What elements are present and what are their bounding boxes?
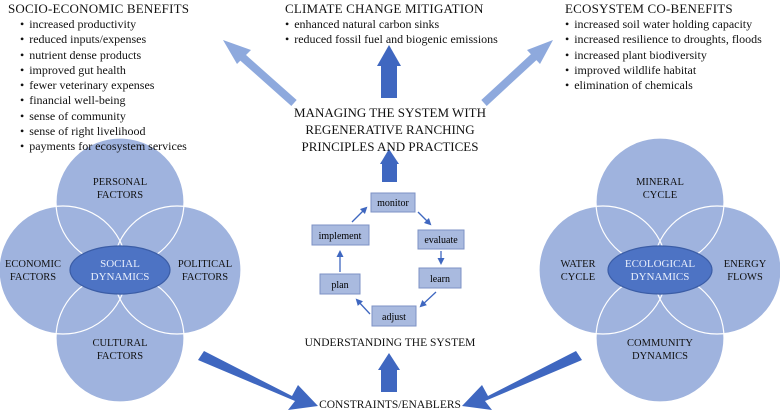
petal-cultural xyxy=(56,274,184,402)
social-bottom-line1: CULTURAL xyxy=(92,338,147,349)
managing-system-title: MANAGING THE SYSTEM WITH REGENERATIVE RA… xyxy=(270,104,510,155)
climate-heading: CLIMATE CHANGE MITIGATION xyxy=(285,1,484,16)
eco-left-line1: WATER xyxy=(561,259,596,270)
social-center-line1: SOCIAL xyxy=(100,258,140,270)
lower-left-arrow xyxy=(198,351,318,410)
list-item: nutrient dense products xyxy=(20,48,187,63)
lower-right-arrow xyxy=(462,351,582,410)
list-item: reduced inputs/expenses xyxy=(20,32,187,47)
list-item: fewer veterinary expenses xyxy=(20,78,187,93)
list-item: sense of right livelihood xyxy=(20,124,187,139)
title-line: MANAGING THE SYSTEM WITH xyxy=(294,105,486,120)
list-item: improved wildlife habitat xyxy=(565,63,762,78)
socio-economic-heading: SOCIO-ECONOMIC BENEFITS xyxy=(8,1,190,16)
list-item: financial well-being xyxy=(20,93,187,108)
cycle-step-learn: learn xyxy=(430,274,450,285)
understanding-system-label: UNDERSTANDING THE SYSTEM xyxy=(304,337,476,349)
constraints-enablers-label: CONSTRAINTS/ENABLERS xyxy=(319,399,461,411)
social-top-line1: PERSONAL xyxy=(93,177,147,188)
climate-list: enhanced natural carbon sinks reduced fo… xyxy=(285,17,498,48)
list-item: increased productivity xyxy=(20,17,187,32)
social-center-line2: DYNAMICS xyxy=(91,271,150,283)
eco-right-line1: ENERGY xyxy=(724,259,767,270)
social-right-line1: POLITICAL xyxy=(178,259,232,270)
list-item: payments for ecosystem services xyxy=(20,139,187,154)
eco-top-line1: MINERAL xyxy=(636,177,684,188)
upper-right-arrow xyxy=(481,40,553,106)
title-line: PRINCIPLES AND PRACTICES xyxy=(301,139,479,154)
understanding-up-arrow xyxy=(378,353,400,392)
eco-left-line2: CYCLE xyxy=(561,272,595,283)
cycle-box-adjust xyxy=(371,305,417,327)
title-line: REGENERATIVE RANCHING xyxy=(305,122,475,137)
list-item: increased soil water holding capacity xyxy=(565,17,762,32)
upper-center-arrow xyxy=(377,45,401,98)
eco-bottom-line2: DYNAMICS xyxy=(632,351,688,362)
cycle-step-monitor: monitor xyxy=(377,198,409,209)
list-item: improved gut health xyxy=(20,63,187,78)
list-item: sense of community xyxy=(20,109,187,124)
petal-community xyxy=(596,274,724,402)
social-left-line1: ECONOMIC xyxy=(5,259,61,270)
cycle-step-plan: plan xyxy=(331,280,348,291)
list-item: enhanced natural carbon sinks xyxy=(285,17,498,32)
ecological-dynamics-flower: ECOLOGICAL DYNAMICS MINERAL CYCLE WATER … xyxy=(538,137,780,403)
cycle-arrow-implement-monitor xyxy=(351,206,368,223)
social-left-line2: FACTORS xyxy=(10,272,56,283)
list-item: elimination of chemicals xyxy=(565,78,762,93)
socio-economic-list: increased productivity reduced inputs/ex… xyxy=(20,17,187,155)
management-cycle: monitor evaluate learn adjust plan imple… xyxy=(311,192,465,327)
ecosystem-list: increased soil water holding capacity in… xyxy=(565,17,762,93)
cycle-arrow-adjust-plan xyxy=(355,298,371,315)
cycle-box-evaluate xyxy=(417,229,465,250)
list-item: increased resilience to droughts, floods xyxy=(565,32,762,47)
eco-center-line2: DYNAMICS xyxy=(631,271,690,283)
cycle-box-implement xyxy=(311,224,370,246)
cycle-step-implement: implement xyxy=(319,231,362,242)
center-up-arrow-to-title xyxy=(380,149,399,182)
cycle-box-plan xyxy=(319,273,361,295)
eco-top-line2: CYCLE xyxy=(643,190,677,201)
upper-left-arrow xyxy=(223,40,297,106)
cycle-step-evaluate: evaluate xyxy=(424,235,458,246)
ecological-dynamics-center xyxy=(607,245,713,295)
social-right-line2: FACTORS xyxy=(182,272,228,283)
social-bottom-line2: FACTORS xyxy=(97,351,143,362)
ecosystem-heading: ECOSYSTEM CO-BENEFITS xyxy=(565,1,733,16)
eco-right-line2: FLOWS xyxy=(727,272,763,283)
social-dynamics-flower: SOCIAL DYNAMICS PERSONAL FACTORS ECONOMI… xyxy=(0,137,242,403)
eco-center-line1: ECOLOGICAL xyxy=(625,258,696,270)
cycle-box-learn xyxy=(418,267,462,289)
eco-bottom-line1: COMMUNITY xyxy=(627,338,693,349)
list-item: reduced fossil fuel and biogenic emissio… xyxy=(285,32,498,47)
list-item: increased plant biodiversity xyxy=(565,48,762,63)
cycle-arrow-monitor-evaluate xyxy=(417,211,432,226)
social-top-line2: FACTORS xyxy=(97,190,143,201)
cycle-arrow-learn-adjust xyxy=(419,291,437,308)
social-dynamics-center xyxy=(69,245,171,295)
cycle-step-adjust: adjust xyxy=(382,312,406,323)
cycle-box-monitor xyxy=(370,192,416,213)
